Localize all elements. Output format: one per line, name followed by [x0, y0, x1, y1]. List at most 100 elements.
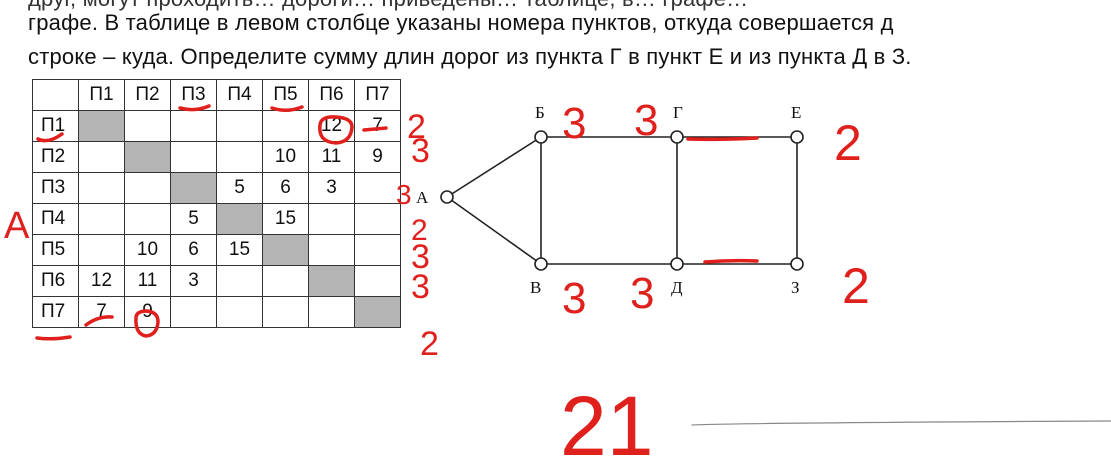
table-row: П3 5 6 3 [32, 172, 401, 204]
underline-row-p7 [35, 335, 72, 341]
table-row: П2 10 11 9 [32, 141, 401, 173]
table-cell [262, 110, 309, 142]
table-row: П4 5 15 [32, 203, 401, 235]
table-cell: 15 [216, 234, 263, 266]
node-degree-E: 2 [834, 115, 862, 171]
node-label-V: В [530, 278, 541, 297]
graph-node-Z [790, 257, 804, 271]
table-cell-diagonal [170, 172, 217, 204]
graph-diagram [446, 136, 798, 265]
table-cell: 12 [308, 110, 355, 142]
table-header-row: П1 П2 П3 П4 П5 П6 П7 [32, 79, 401, 111]
table-row: П1 12 7 [32, 110, 401, 142]
table-cell [216, 141, 263, 173]
table-row: П6 12 11 3 [32, 265, 401, 297]
row-degree-p4: 2 [411, 214, 428, 247]
row-header: П1 [32, 110, 79, 142]
answer-line [691, 420, 1111, 426]
table-cell: 10 [262, 141, 309, 173]
table-cell: 15 [262, 203, 309, 235]
table-cell [354, 203, 401, 235]
row-degree-p1: 2 [407, 108, 426, 146]
node-degree-Z: 2 [842, 258, 870, 314]
table-cell: 6 [262, 172, 309, 204]
table-cell [262, 296, 309, 328]
table-cell [124, 110, 171, 142]
table-cell: 5 [170, 203, 217, 235]
table-cell: 9 [124, 296, 171, 328]
col-header: П1 [78, 79, 125, 111]
row-header: П2 [32, 141, 79, 173]
table-cell [78, 141, 125, 173]
node-label-Z: З [791, 278, 800, 297]
table-cell [170, 296, 217, 328]
table-corner-cell [32, 79, 79, 111]
row-degree-p2: 3 [411, 132, 430, 170]
row-degree-p6: 3 [411, 268, 430, 306]
col-header: П6 [308, 79, 355, 111]
node-label-B: Б [535, 103, 545, 122]
node-label-G: Г [673, 103, 683, 122]
answer-value: 21 [560, 379, 653, 463]
table-cell-diagonal [262, 234, 309, 266]
graph-node-D [670, 257, 684, 271]
row-header: П6 [32, 265, 79, 297]
table-cell: 5 [216, 172, 263, 204]
table-cell [308, 203, 355, 235]
node-label-D: Д [671, 278, 683, 297]
node-degree-B: 3 [562, 99, 586, 148]
table-cell [216, 296, 263, 328]
row-degree-p7: 2 [420, 325, 439, 363]
row-header: П4 [32, 203, 79, 235]
table-cell: 7 [78, 296, 125, 328]
table-cell [78, 234, 125, 266]
table-cell: 11 [308, 141, 355, 173]
problem-line-2: строке – куда. Определите сумму длин дор… [28, 44, 912, 69]
table-cell: 6 [170, 234, 217, 266]
table-cell: 3 [170, 265, 217, 297]
table-cell [216, 265, 263, 297]
node-degree-V: 3 [562, 274, 586, 323]
table-cell [354, 172, 401, 204]
table-cell [354, 265, 401, 297]
table-cell: 9 [354, 141, 401, 173]
graph-edge-A-V [446, 196, 542, 265]
table-mark-a: А [4, 205, 30, 247]
mark-edge-D-Z [703, 258, 759, 264]
graph-node-A [440, 190, 454, 204]
node-label-E: Е [791, 103, 801, 122]
table-cell: 10 [124, 234, 171, 266]
col-header: П4 [216, 79, 263, 111]
node-degree-D: 3 [630, 269, 654, 318]
table-cell: 12 [78, 265, 125, 297]
table-cell: 11 [124, 265, 171, 297]
mark-edge-G-E [686, 136, 759, 142]
graph-node-V [534, 257, 548, 271]
table-cell: 3 [308, 172, 355, 204]
graph-node-E [790, 130, 804, 144]
row-header: П5 [32, 234, 79, 266]
row-degree-p5: 3 [411, 238, 430, 276]
table-cell-diagonal [308, 265, 355, 297]
table-cell [170, 110, 217, 142]
node-degree-G: 3 [634, 96, 658, 145]
table-row: П7 7 9 [32, 296, 401, 328]
table-cell-diagonal [78, 110, 125, 142]
row-header: П3 [32, 172, 79, 204]
table-row: П5 10 6 15 [32, 234, 401, 266]
table-cell-diagonal [354, 296, 401, 328]
table-cell [354, 234, 401, 266]
row-header: П7 [32, 296, 79, 328]
distance-table: П1 П2 П3 П4 П5 П6 П7 П1 12 7 П2 10 11 9 … [32, 79, 401, 328]
table-cell-diagonal [216, 203, 263, 235]
col-header: П2 [124, 79, 171, 111]
table-cell [308, 296, 355, 328]
table-cell [262, 265, 309, 297]
table-cell [78, 172, 125, 204]
table-cell [216, 110, 263, 142]
col-header: П3 [170, 79, 217, 111]
node-label-A: А [416, 188, 429, 207]
table-cell-diagonal [124, 141, 171, 173]
table-cell [78, 203, 125, 235]
